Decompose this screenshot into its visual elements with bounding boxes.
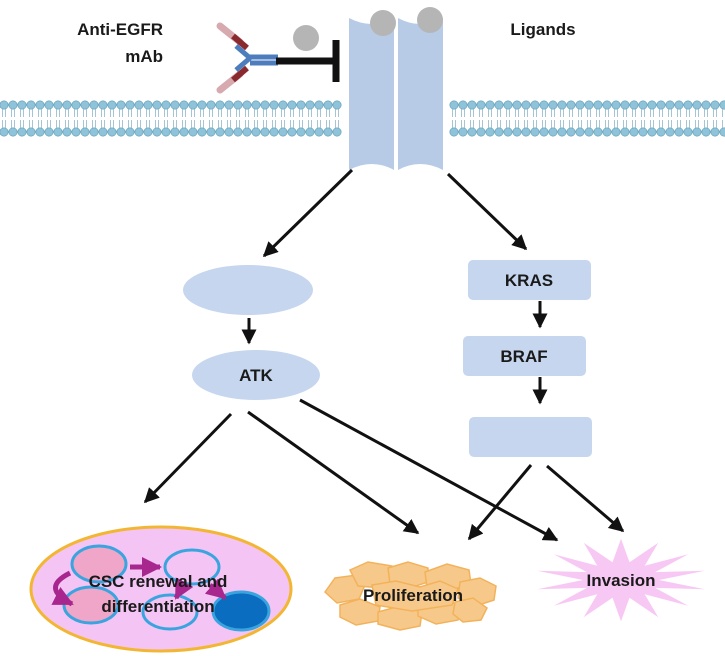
cell-membrane	[0, 100, 725, 137]
pathway-node-ellipse	[183, 265, 313, 315]
inhibition-icon	[276, 40, 340, 82]
ligand-circle	[370, 10, 396, 36]
proliferation-cells	[324, 561, 497, 631]
antibody-icon	[216, 22, 278, 94]
braf-label: BRAF	[500, 347, 547, 366]
invasion-label: Invasion	[587, 571, 656, 590]
csc-label: CSC renewal and	[89, 572, 228, 591]
antibody-label: Anti-EGFR	[77, 20, 163, 39]
csc-label: differentiation	[101, 597, 214, 616]
antibody-label: mAb	[125, 47, 163, 66]
kras-label: KRAS	[505, 271, 553, 290]
ligand-circle	[293, 25, 319, 51]
braf-node	[463, 336, 586, 376]
pathway-node-rect	[469, 417, 592, 457]
proliferation-label: Proliferation	[363, 586, 463, 605]
kras-node	[468, 260, 591, 300]
atk-label: ATK	[239, 366, 273, 385]
egfr-receptor	[349, 18, 443, 170]
pathway-arrows	[143, 168, 625, 542]
invasion-burst	[537, 538, 705, 622]
ligands-label: Ligands	[510, 20, 575, 39]
ligand-circle	[417, 7, 443, 33]
atk-node	[192, 350, 320, 400]
csc-cells	[51, 544, 271, 632]
